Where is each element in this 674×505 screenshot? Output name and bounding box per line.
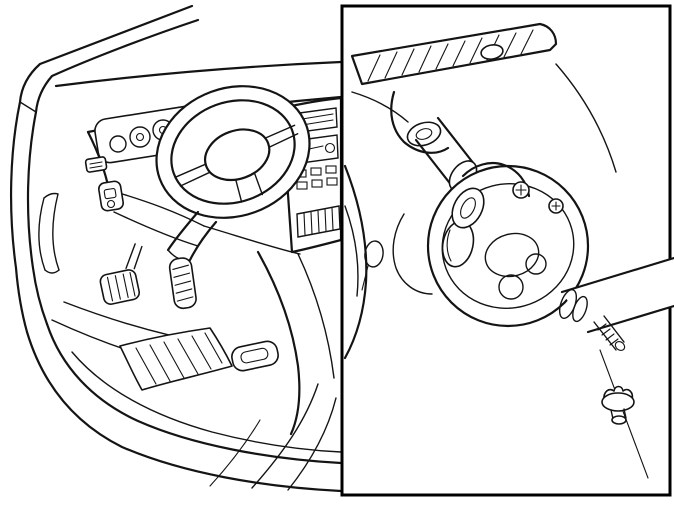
left-dash-controls bbox=[84, 156, 124, 212]
floor-mat bbox=[119, 327, 233, 391]
steering-wheel bbox=[155, 85, 311, 219]
brake-pedal bbox=[99, 243, 143, 305]
vehicle-body-outline bbox=[9, 4, 343, 493]
coupling-disc bbox=[426, 164, 590, 328]
detail-inset bbox=[340, 4, 674, 497]
cowl-lines bbox=[351, 63, 617, 173]
console-and-shifter bbox=[209, 250, 337, 491]
door-trim bbox=[38, 192, 60, 274]
upper-yoke bbox=[451, 161, 531, 229]
pinch-bolt bbox=[601, 385, 635, 425]
accelerator-pedal bbox=[168, 257, 197, 310]
steering-column-shroud bbox=[166, 210, 218, 262]
intermediate-shaft bbox=[558, 256, 674, 334]
lower-dash-curves bbox=[343, 164, 433, 360]
pedals bbox=[99, 243, 197, 310]
interior-view bbox=[9, 4, 343, 493]
bolt-leader-line bbox=[599, 349, 649, 479]
threaded-stud bbox=[593, 315, 626, 351]
column-mounting-bracket bbox=[350, 22, 558, 86]
